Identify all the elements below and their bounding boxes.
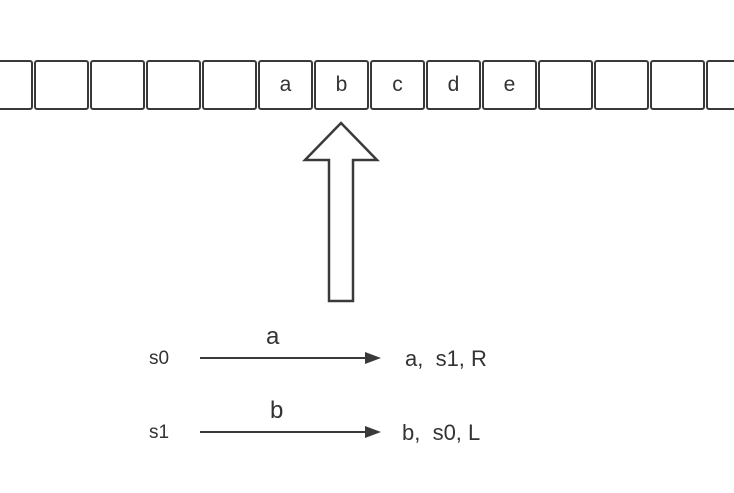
tape-cell-b: b (314, 60, 369, 110)
tape-cell-a: a (258, 60, 313, 110)
rule-1-read-symbol: a (266, 323, 280, 350)
transition-rule-1: s0 a a, s1, R (0, 323, 734, 380)
tape-head-arrow (302, 121, 380, 303)
rule-2-read-symbol: b (270, 397, 284, 424)
tape-cell-empty (594, 60, 649, 110)
tape-cell-empty (0, 60, 33, 110)
tape-cell-empty (202, 60, 257, 110)
tape-cell-empty (146, 60, 201, 110)
tape-cell-empty (90, 60, 145, 110)
tape-cell-empty (538, 60, 593, 110)
tape-cell-empty (706, 60, 734, 110)
tape-cell-e: e (482, 60, 537, 110)
transition-rule-2: s1 b b, s0, L (0, 397, 734, 454)
tape-cell-c: c (370, 60, 425, 110)
rule-2-current-state: s1 (149, 422, 170, 443)
tape-cell-empty (34, 60, 89, 110)
rule-2-arrow (200, 426, 381, 438)
rule-1-arrow (200, 352, 381, 364)
tape-head-arrow-shape (302, 121, 380, 303)
rule-2-action: b, s0, L (402, 420, 481, 445)
tape-cell-empty (650, 60, 705, 110)
rule-1-current-state: s0 (149, 348, 170, 369)
rule-1-action: a, s1, R (405, 346, 487, 371)
tape-cell-d: d (426, 60, 481, 110)
